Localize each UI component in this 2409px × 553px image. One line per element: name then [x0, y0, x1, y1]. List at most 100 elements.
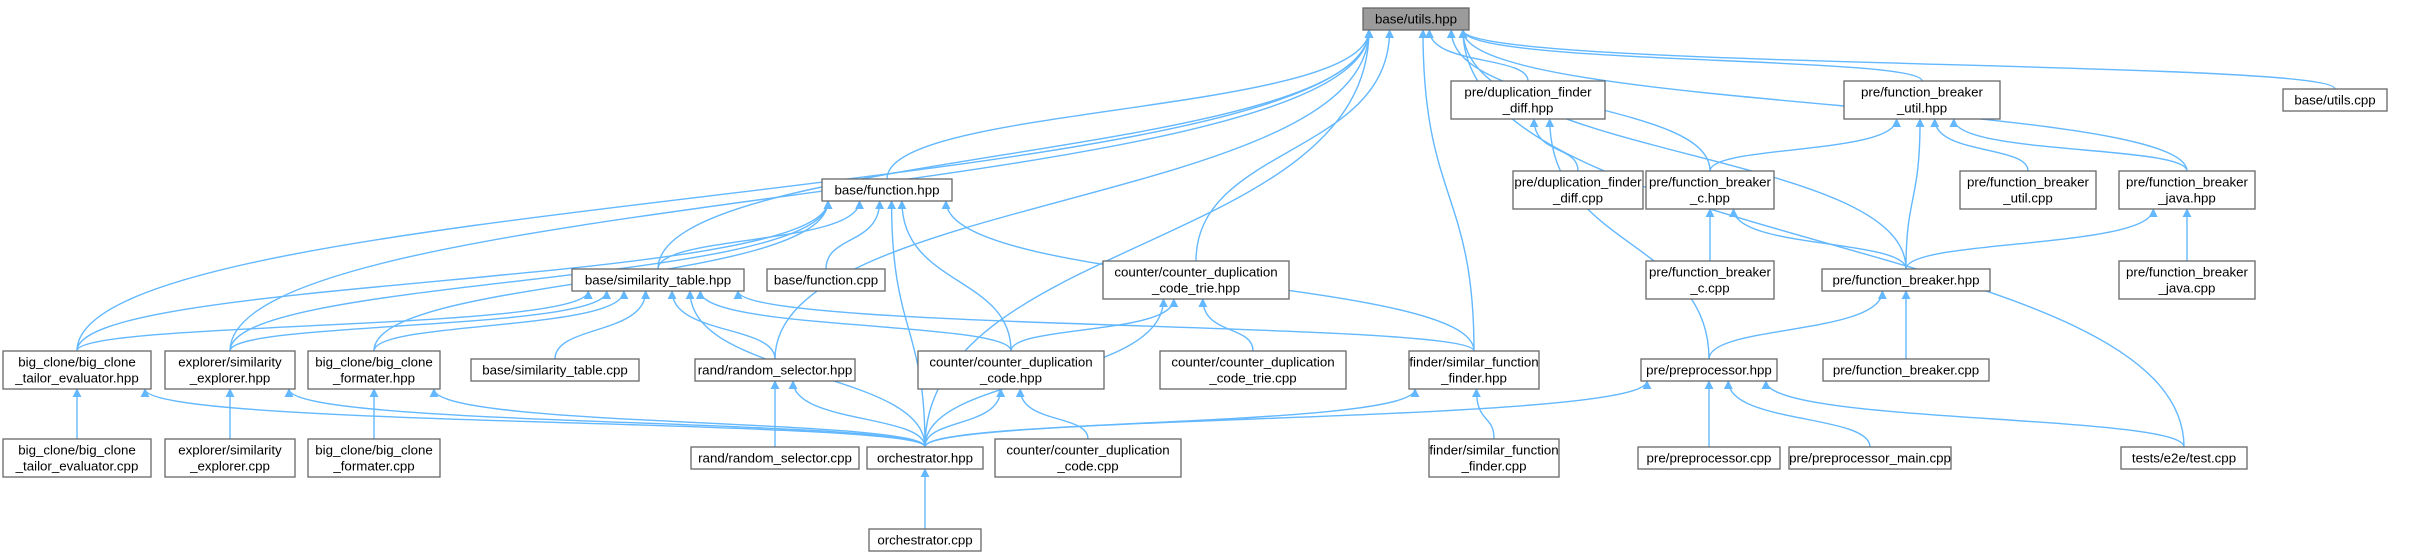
node-box — [821, 178, 953, 202]
dependency-edge — [284, 388, 926, 448]
dependency-edge — [1905, 208, 2158, 270]
graph-node[interactable]: orchestrator.cpp — [868, 528, 982, 552]
dependency-edge — [229, 29, 1374, 352]
node-box — [2118, 260, 2256, 300]
node-label: base/utils.hpp — [1375, 12, 1457, 27]
node-label: base/utils.cpp — [2294, 93, 2375, 108]
dependency-edge — [887, 200, 926, 448]
dependency-edge — [1949, 118, 2188, 172]
dependency-edge — [229, 200, 833, 352]
node-label: _finder.hpp — [1440, 371, 1507, 386]
graph-node[interactable]: explorer/similarity_explorer.cpp — [164, 438, 296, 478]
node-box — [868, 528, 982, 552]
dependency-edge — [140, 388, 926, 448]
graph-node[interactable]: rand/random_selector.hpp — [694, 358, 856, 382]
graph-node[interactable]: finder/similar_function_finder.hpp — [1408, 350, 1540, 390]
node-label: pre/function_breaker — [1967, 175, 2090, 190]
graph-node[interactable]: rand/random_selector.cpp — [690, 446, 860, 470]
node-box — [1159, 350, 1347, 390]
node-label: pre/function_breaker — [1649, 265, 1772, 280]
node-label: base/similarity_table.hpp — [585, 273, 731, 288]
graph-node[interactable]: pre/function_breaker_c.hpp — [1645, 170, 1775, 210]
node-box — [1450, 80, 1606, 120]
graph-node[interactable]: pre/function_breaker_util.cpp — [1959, 170, 2097, 210]
node-label: counter/counter_duplication — [1006, 443, 1169, 458]
node-label: _code_trie.hpp — [1151, 281, 1240, 296]
dependency-edge — [657, 29, 1374, 270]
dependency-edge — [1708, 290, 1887, 360]
node-label: _c.hpp — [1689, 191, 1730, 206]
graph-node[interactable]: base/similarity_table.cpp — [470, 358, 640, 382]
graph-node[interactable]: base/function.cpp — [766, 268, 886, 292]
dependency-edge — [1418, 29, 1475, 352]
node-box — [994, 438, 1182, 478]
node-label: _c.cpp — [1689, 281, 1729, 296]
graph-node[interactable]: pre/preprocessor.cpp — [1637, 446, 1781, 470]
dependency-edge — [825, 200, 885, 270]
graph-node[interactable]: pre/function_breaker.cpp — [1822, 358, 1990, 382]
node-label: _java.hpp — [2157, 191, 2216, 206]
graph-node[interactable]: big_clone/big_clone_formater.cpp — [307, 438, 441, 478]
graph-node[interactable]: pre/function_breaker_java.hpp — [2118, 170, 2256, 210]
node-label: tests/e2e/test.cpp — [2132, 451, 2236, 466]
graph-node[interactable]: pre/preprocessor.hpp — [1640, 358, 1778, 382]
node-label: big_clone/big_clone — [18, 355, 136, 370]
node-box — [1408, 350, 1540, 390]
dependency-edge — [1905, 118, 1925, 270]
node-box — [2, 438, 152, 478]
node-label: _util.cpp — [2002, 191, 2053, 206]
node-box — [164, 438, 296, 478]
node-label: _finder.cpp — [1460, 459, 1526, 474]
node-label: pre/duplication_finder — [1514, 175, 1642, 190]
graph-node[interactable]: pre/preprocessor_main.cpp — [1788, 446, 1952, 470]
dependency-edge — [1010, 298, 1179, 352]
graph-node[interactable]: counter/counter_duplication_code_trie.hp… — [1102, 260, 1290, 300]
node-label: _diff.hpp — [1502, 101, 1554, 116]
graph-node[interactable]: big_clone/big_clone_tailor_evaluator.cpp — [2, 438, 152, 478]
graph-node[interactable]: counter/counter_duplication_code_trie.cp… — [1159, 350, 1347, 390]
node-label: _code.hpp — [979, 371, 1042, 386]
graph-node[interactable]: base/utils.cpp — [2282, 88, 2388, 112]
graph-node[interactable]: pre/duplication_finder_diff.cpp — [1512, 170, 1644, 210]
dependency-edge — [1471, 388, 1495, 440]
node-label: _explorer.cpp — [189, 459, 270, 474]
node-box — [1959, 170, 2097, 210]
node-box — [1512, 170, 1644, 210]
graph-node[interactable]: tests/e2e/test.cpp — [2120, 446, 2248, 470]
node-label: pre/function_breaker — [1649, 175, 1772, 190]
node-layer: base/utils.hpppre/duplication_finder_dif… — [2, 7, 2388, 552]
graph-node[interactable]: big_clone/big_clone_tailor_evaluator.hpp — [2, 350, 152, 390]
graph-node[interactable]: pre/function_breaker.hpp — [1821, 268, 1991, 292]
graph-node[interactable]: base/similarity_table.hpp — [571, 268, 745, 292]
node-box — [1821, 268, 1991, 292]
graph-node[interactable]: big_clone/big_clone_formater.hpp — [307, 350, 441, 390]
node-box — [1428, 438, 1560, 478]
graph-node[interactable]: pre/function_breaker_java.cpp — [2118, 260, 2256, 300]
dependency-edge — [788, 380, 926, 448]
dependency-edge — [897, 200, 1012, 352]
node-box — [1640, 358, 1778, 382]
graph-node[interactable]: pre/function_breaker_c.cpp — [1645, 260, 1775, 300]
graph-node[interactable]: orchestrator.hpp — [866, 446, 984, 470]
node-box — [470, 358, 640, 382]
graph-node[interactable]: pre/duplication_finder_diff.hpp — [1450, 80, 1606, 120]
graph-node[interactable]: base/utils.hpp — [1362, 7, 1470, 31]
graph-node[interactable]: explorer/similarity_explorer.hpp — [164, 350, 296, 390]
graph-node[interactable]: base/function.hpp — [821, 178, 953, 202]
node-label: pre/function_breaker.hpp — [1832, 273, 1979, 288]
node-box — [690, 446, 860, 470]
graph-node[interactable]: pre/function_breaker_util.hpp — [1843, 80, 2001, 120]
node-box — [307, 438, 441, 478]
node-label: pre/function_breaker — [1861, 85, 1984, 100]
graph-node[interactable]: finder/similar_function_finder.cpp — [1428, 438, 1560, 478]
graph-node[interactable]: counter/counter_duplication_code.hpp — [917, 350, 1105, 390]
dependency-edge — [373, 290, 629, 352]
dependency-edge — [657, 200, 864, 270]
dependency-edge — [1015, 388, 1089, 440]
node-label: pre/function_breaker — [2126, 175, 2249, 190]
node-label: big_clone/big_clone — [18, 443, 136, 458]
graph-node[interactable]: counter/counter_duplication_code.cpp — [994, 438, 1182, 478]
dependency-edge — [1709, 118, 1902, 172]
node-label: big_clone/big_clone — [315, 443, 433, 458]
dependency-edge — [1458, 29, 2336, 90]
